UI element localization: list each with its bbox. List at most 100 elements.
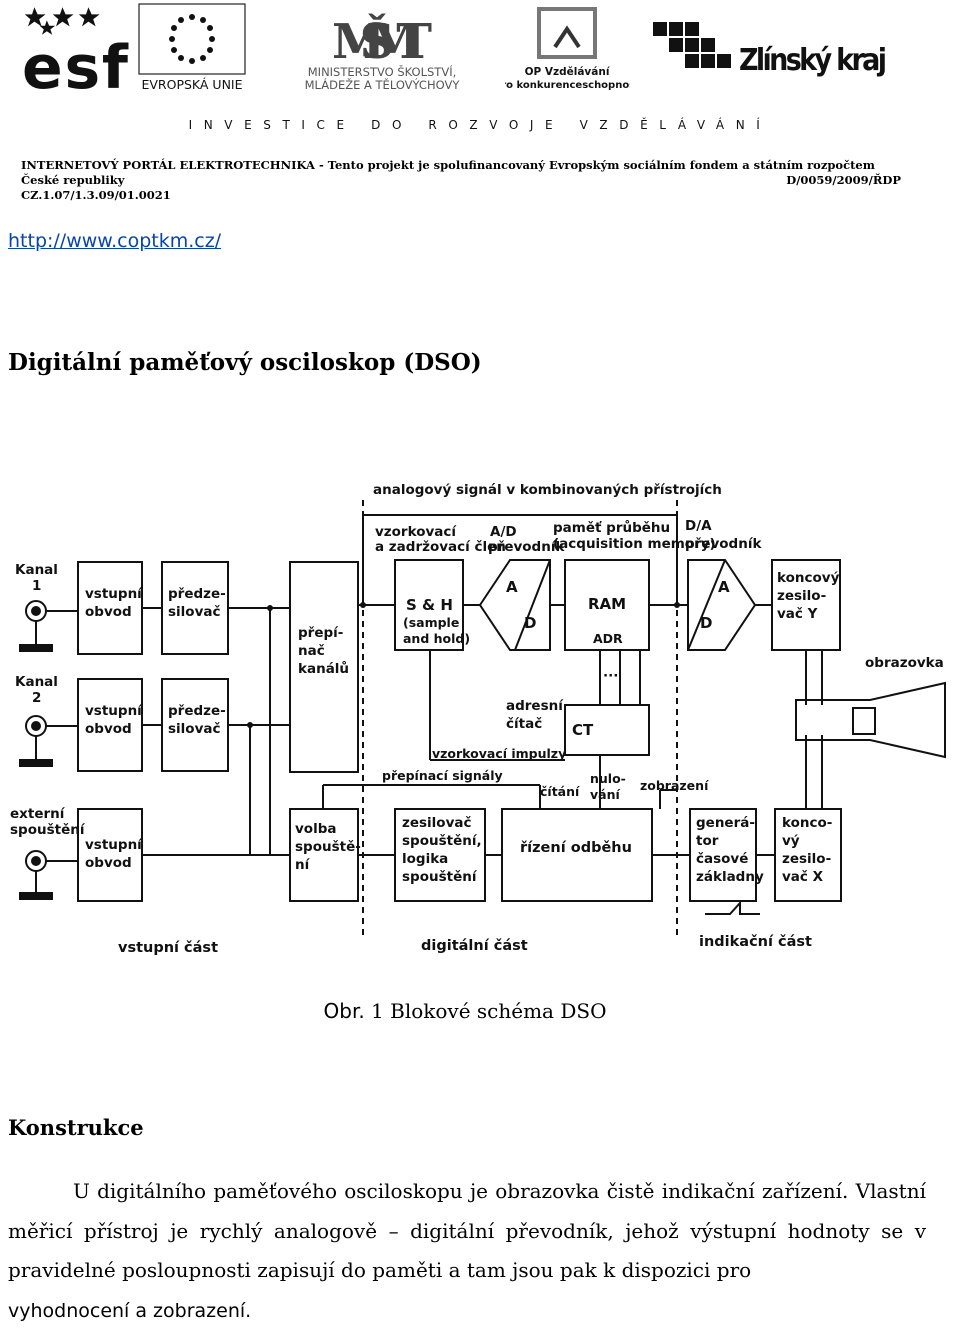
label-zes-a: zesilovač — [402, 815, 472, 831]
label-nulo-b: vání — [590, 787, 620, 802]
label-prep-sig: přepínací signály — [382, 768, 503, 783]
label-adc-a: A — [506, 578, 518, 596]
label-zobrazeni: zobrazení — [640, 778, 709, 793]
label-nulo-a: nulo- — [590, 771, 626, 786]
zlinsky-kraj-logo: Zlínský kraj — [653, 22, 887, 78]
label-gen-a: generá- — [696, 815, 755, 831]
label-koncx-d: vač X — [782, 869, 824, 885]
label-vstupni1-b: obvod — [85, 604, 132, 620]
label-ram: RAM — [588, 595, 626, 613]
logo-strip: esf EVROPSKÁ UNIE MŠMT MINISTERSTVO ŠKOL… — [0, 0, 960, 100]
da-converter-block — [687, 559, 757, 651]
label-prep-c: kanálů — [298, 660, 349, 677]
ad-converter-block — [478, 559, 551, 651]
label-dac-a: A — [718, 578, 730, 596]
label-digitalni-cast: digitální část — [421, 938, 528, 954]
label-pamet-a: paměť průběhu — [553, 519, 670, 536]
label-adc-d: D — [524, 614, 536, 632]
label-vstupni-cast: vstupní část — [118, 940, 218, 956]
label-indikacni-cast: indikační část — [699, 934, 812, 950]
msmt-line2: MLÁDEŽE A TĚLOVÝCHOVY — [305, 77, 461, 92]
label-kanal2-a: Kanal — [15, 674, 58, 690]
section-heading: Konstrukce — [8, 1115, 144, 1140]
label-vzork-a: vzorkovací — [375, 524, 457, 540]
label-koncx-c: zesilo- — [782, 851, 831, 867]
label-adresni-a: adresní — [506, 698, 564, 714]
label-ext-b: spouštění — [10, 822, 86, 838]
paragraph-main-text: U digitálního paměťového osciloskopu je … — [8, 1179, 926, 1282]
label-adr: ADR — [593, 631, 623, 646]
eu-flag-logo: EVROPSKÁ UNIE — [138, 3, 246, 92]
label-vstupni2-a: vstupní — [85, 703, 143, 719]
label-kanal1-b: 1 — [32, 578, 41, 594]
label-predze2-a: předze- — [168, 703, 226, 719]
label-da-b: převodník — [685, 536, 762, 552]
label-dots: ··· — [603, 668, 618, 684]
label-vstupni3-b: obvod — [85, 855, 132, 871]
label-volba-c: ní — [295, 857, 311, 873]
msmt-logo: MŠMT MINISTERSTVO ŠKOLSTVÍ, MLÁDEŽE A TĚ… — [305, 12, 461, 92]
project-code: CZ.1.07/1.3.09/01.0021 — [21, 188, 171, 202]
label-koncy-c: vač Y — [777, 606, 818, 622]
paragraph-last-line: vyhodnocení a zobrazení. — [8, 1299, 252, 1322]
label-obrazovka: obrazovka — [865, 655, 944, 671]
label-zes-d: spouštění — [402, 869, 478, 885]
caption-text: 1 Blokové schéma DSO — [364, 999, 607, 1023]
label-koncy-a: koncový — [777, 570, 840, 586]
label-vstupni2-b: obvod — [85, 721, 132, 737]
prepinac-kanalu-block — [289, 561, 359, 773]
eu-label: EVROPSKÁ UNIE — [141, 77, 242, 92]
label-ad-a: A/D — [490, 524, 517, 540]
label-predze1-a: předze- — [168, 586, 226, 602]
esf-wordmark: esf — [22, 33, 129, 94]
op-logo: OP Vzdělávání pro konkurenceschopnost — [505, 7, 630, 91]
label-prep-b: nač — [298, 643, 325, 659]
label-rizeni: řízení odběhu — [520, 840, 632, 856]
project-ref: D/0059/2009/ŘDP — [786, 173, 901, 187]
label-sh-b: (sample — [403, 615, 459, 630]
page-title: Digitální paměťový osciloskop (DSO) — [8, 349, 482, 376]
label-gen-c: časové — [696, 851, 748, 867]
figure-caption: Obr. 1 Blokové schéma DSO — [0, 999, 930, 1023]
label-citani: čítání — [540, 784, 580, 799]
label-zes-b: spouštění, — [402, 833, 482, 849]
dso-block-diagram: analogový signál v kombinovaných přístro… — [10, 482, 946, 956]
body-paragraph: U digitálního paměťového osciloskopu je … — [8, 1172, 926, 1331]
label-predze1-b: silovač — [168, 604, 220, 620]
obrazovka-crt — [795, 681, 946, 759]
esf-logo: esf — [22, 2, 132, 94]
label-ct: CT — [572, 721, 594, 739]
msmt-line1: MINISTERSTVO ŠKOLSTVÍ, — [308, 64, 457, 79]
ct-counter-block — [564, 704, 650, 756]
label-predze2-b: silovač — [168, 721, 220, 737]
label-prep-a: přepí- — [298, 625, 343, 641]
label-adresni-b: čítač — [506, 716, 542, 732]
website-link[interactable]: http://www.coptkm.cz/ — [8, 230, 222, 252]
label-pamet-b: (acquisition memory) — [553, 536, 716, 552]
label-volba-a: volba — [295, 821, 336, 837]
label-vstupni3-a: vstupní — [85, 837, 143, 853]
label-top: analogový signál v kombinovaných přístro… — [373, 482, 722, 498]
label-vstupni1-a: vstupní — [85, 586, 143, 602]
label-dac-d: D — [700, 614, 712, 632]
invest-slogan: INVESTICE DO ROZVOJE VZDĚLÁVÁNÍ — [188, 118, 772, 132]
label-kanal1-a: Kanal — [15, 562, 58, 578]
label-vzork-imp: vzorkovací impulzy — [432, 746, 566, 761]
label-koncy-b: zesilo- — [777, 588, 826, 604]
msmt-monogram: MŠMT — [332, 12, 432, 70]
label-sh-a: S & H — [406, 596, 453, 614]
project-line: INTERNETOVÝ PORTÁL ELEKTROTECHNIKA - Ten… — [21, 158, 875, 187]
label-koncx-a: konco- — [782, 815, 832, 831]
label-kanal2-b: 2 — [32, 690, 41, 706]
op-line1: OP Vzdělávání — [525, 66, 611, 78]
label-gen-d: základny — [696, 869, 764, 885]
zlinsky-kraj-wordmark: Zlínský kraj — [739, 43, 887, 78]
label-ext-a: externí — [10, 806, 66, 822]
project-info: INTERNETOVÝ PORTÁL ELEKTROTECHNIKA - Ten… — [21, 158, 901, 203]
label-volba-b: spouště- — [295, 839, 361, 855]
label-sh-c: and hold) — [403, 631, 470, 646]
label-ad-b: převodník — [488, 539, 565, 555]
caption-prefix: Obr. — [323, 999, 365, 1023]
label-koncx-b: vý — [782, 833, 800, 849]
label-da-a: D/A — [685, 518, 712, 534]
